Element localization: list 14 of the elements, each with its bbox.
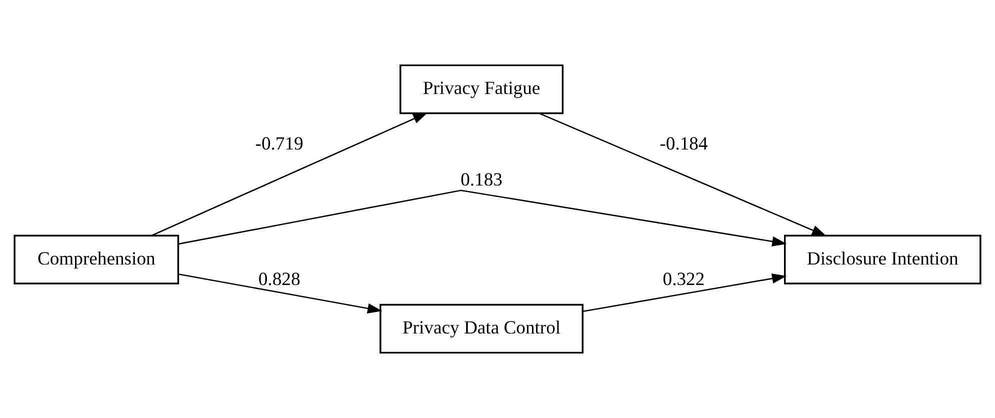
node-box: Privacy Data Control <box>380 304 584 354</box>
node-box: Privacy Fatigue <box>400 64 564 114</box>
edge-label: 0.183 <box>460 169 502 190</box>
node-box: Comprehension <box>14 234 180 284</box>
arrow <box>538 112 827 236</box>
edge-label: 0.322 <box>662 269 705 290</box>
arrow <box>582 273 787 312</box>
edge-label: -0.719 <box>255 133 304 154</box>
arrow <box>178 190 787 247</box>
arrow <box>178 273 382 314</box>
edge-label: 0.828 <box>258 269 300 290</box>
arrow <box>151 112 428 236</box>
node-box: Disclosure Intention <box>784 234 982 284</box>
edge-label: -0.184 <box>660 133 708 154</box>
